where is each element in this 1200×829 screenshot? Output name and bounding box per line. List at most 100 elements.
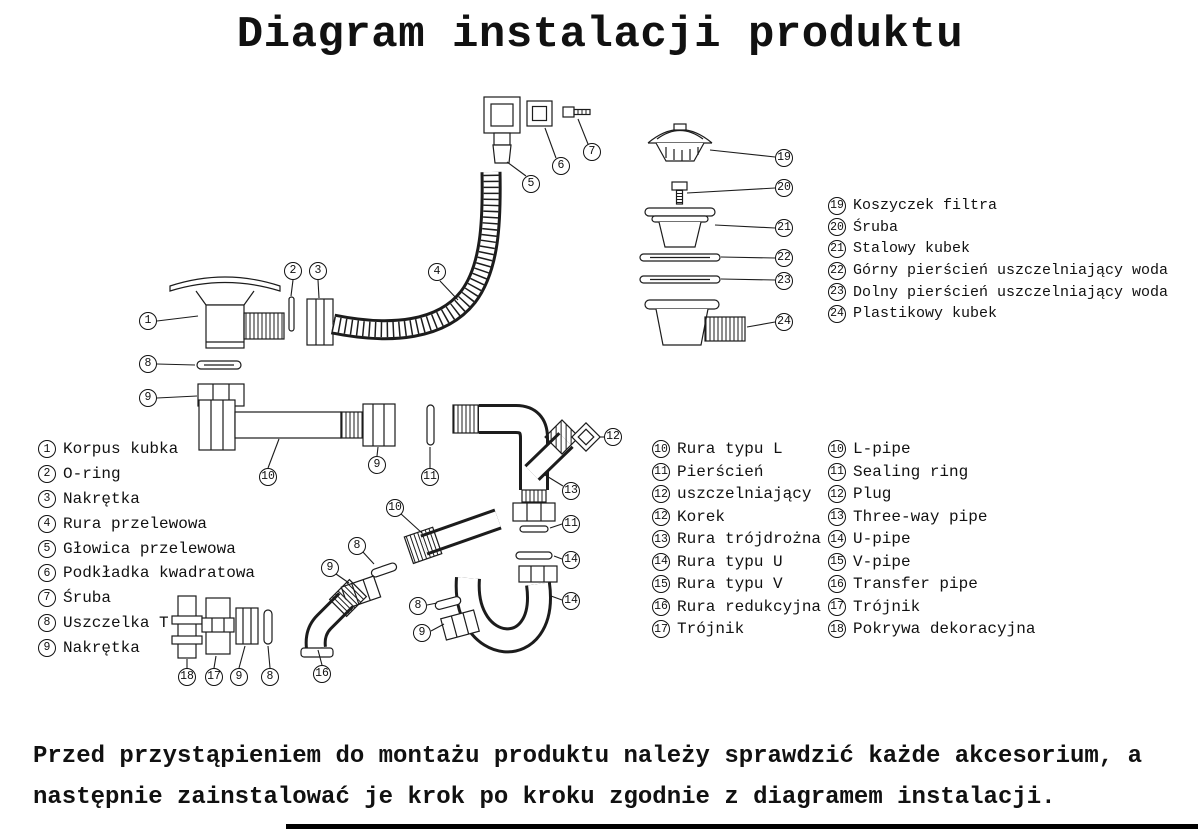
leader-lines	[156, 118, 776, 669]
item-number-badge: 23	[828, 283, 846, 302]
item-label: Trójnik	[853, 597, 921, 616]
callout-17: 17	[205, 668, 223, 686]
part-gasket-t	[196, 360, 242, 370]
callout-9: 9	[368, 456, 386, 474]
callout-8: 8	[139, 355, 157, 373]
legend-item: 4 Rura przelewowa	[38, 511, 255, 536]
item-label: Podkładka kwadratowa	[63, 564, 256, 583]
callout-20: 20	[775, 179, 793, 197]
item-number-badge: 5	[38, 539, 56, 558]
part-drain-body	[169, 276, 285, 349]
item-label: Plastikowy kubek	[853, 305, 998, 323]
item-number-badge: 1	[38, 440, 56, 459]
item-number-badge: 12	[652, 507, 670, 526]
item-number-badge: 13	[828, 507, 846, 526]
legend-item: 18 Pokrywa dekoracyjna	[828, 618, 1035, 641]
legend-item: 2 O-ring	[38, 462, 255, 487]
part-tee	[201, 597, 235, 655]
item-number-badge: 13	[652, 530, 670, 549]
part-steel-cup	[644, 207, 716, 248]
callout-5: 5	[522, 175, 540, 193]
item-number-badge: 14	[652, 552, 670, 571]
callout-9: 9	[413, 624, 431, 642]
item-number-badge: 19	[828, 196, 846, 215]
legend-item: 9 Nakrętka	[38, 635, 255, 660]
callout-10: 10	[386, 499, 404, 517]
legend-item: 13 Three-way pipe	[828, 506, 1035, 529]
part-filter-basket	[647, 123, 713, 162]
part-square-washer	[526, 100, 553, 127]
part-nut	[439, 609, 481, 641]
part-overflow-pipe	[330, 171, 502, 341]
item-label: Transfer pipe	[853, 575, 978, 594]
legend-item: 20 Śruba	[828, 217, 1168, 239]
item-number-badge: 18	[828, 620, 846, 639]
legend-item: 12 Plug	[828, 483, 1035, 506]
item-label: Plug	[853, 485, 892, 504]
legend-item: 8 Uszczelka T	[38, 611, 255, 636]
legend-item: 6 Podkładka kwadratowa	[38, 561, 255, 586]
legend-item: 16 Transfer pipe	[828, 573, 1035, 596]
legend-left: 1 Korpus kubka 2 O-ring 3 Nakrętka 4 Rur…	[38, 437, 255, 660]
legend-middle: 10 Rura typu L 11 Pierścień 12 uszczelni…	[652, 438, 821, 641]
item-label: Pierścień	[677, 462, 764, 481]
legend-top-right: 19 Koszyczek filtra 20 Śruba 21 Stalowy …	[828, 195, 1168, 325]
page-title: Diagram instalacji produktu	[236, 10, 964, 60]
callout-8: 8	[261, 668, 279, 686]
item-label: Korek	[677, 507, 726, 526]
callout-9: 9	[139, 389, 157, 407]
part-gasket	[434, 596, 462, 610]
callout-16: 16	[313, 665, 331, 683]
item-label: Stalowy kubek	[853, 240, 971, 258]
legend-item: 13 Rura trójdrożna	[652, 528, 821, 551]
item-number-badge: 9	[38, 638, 56, 657]
part-gasket	[370, 562, 398, 578]
legend-item: 22 Górny pierścień uszczelniający woda	[828, 260, 1168, 282]
part-gasket	[263, 609, 273, 645]
legend-item: 14 Rura typu U	[652, 551, 821, 574]
item-number-badge: 15	[652, 575, 670, 594]
item-number-badge: 16	[652, 597, 670, 616]
legend-item: 12 Korek	[652, 506, 821, 529]
item-label: Three-way pipe	[853, 507, 988, 526]
part-u-pipe	[454, 565, 558, 654]
item-number-badge: 8	[38, 613, 56, 632]
legend-right: 10 L-pipe 11 Sealing ring 12 Plug 13 Thr…	[828, 438, 1035, 641]
item-label: V-pipe	[853, 552, 911, 571]
item-number-badge: 4	[38, 514, 56, 533]
footer-line-2: następnie zainstalować je krok po kroku …	[33, 784, 1056, 811]
legend-item: 3 Nakrętka	[38, 487, 255, 512]
item-label: U-pipe	[853, 530, 911, 549]
callout-9: 9	[230, 668, 248, 686]
item-label: Głowica przelewowa	[63, 539, 236, 558]
callout-13: 13	[562, 482, 580, 500]
part-plug	[571, 422, 601, 452]
legend-item: 16 Rura redukcyjna	[652, 596, 821, 619]
callout-19: 19	[775, 149, 793, 167]
item-number-badge: 10	[828, 440, 846, 459]
legend-item: 15 V-pipe	[828, 551, 1035, 574]
legend-item: 7 Śruba	[38, 586, 255, 611]
legend-item: 21 Stalowy kubek	[828, 238, 1168, 260]
part-overflow-head	[483, 96, 521, 164]
item-label: L-pipe	[853, 440, 911, 459]
legend-item: 23 Dolny pierścień uszczelniający woda	[828, 281, 1168, 303]
callout-21: 21	[775, 219, 793, 237]
part-o-ring	[288, 296, 295, 332]
item-label: Nakrętka	[63, 489, 140, 508]
item-number-badge: 12	[828, 485, 846, 504]
item-number-badge: 12	[652, 485, 670, 504]
callout-11: 11	[562, 515, 580, 533]
item-number-badge: 17	[652, 620, 670, 639]
callout-14: 14	[562, 592, 580, 610]
part-nut	[306, 298, 334, 346]
item-number-badge: 22	[828, 261, 846, 280]
item-number-badge: 21	[828, 239, 846, 258]
footer-note: Przed przystąpieniem do montażu produktu…	[33, 736, 1193, 818]
callout-4: 4	[428, 263, 446, 281]
item-label: Rura trójdrożna	[677, 530, 822, 549]
item-label: Rura typu V	[677, 575, 783, 594]
item-label: Trójnik	[677, 620, 745, 639]
callout-3: 3	[309, 262, 327, 280]
